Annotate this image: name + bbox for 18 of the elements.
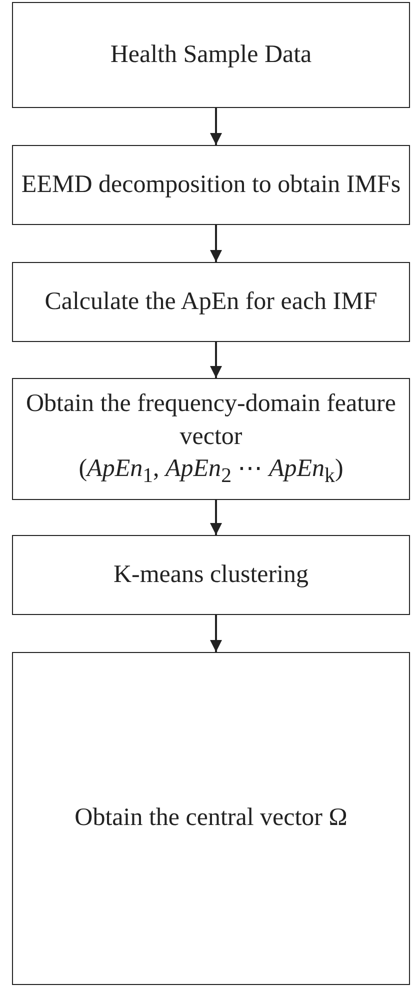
process-box	[12, 2, 410, 108]
process-box	[12, 145, 410, 225]
process-box	[12, 262, 410, 342]
process-box	[12, 652, 410, 985]
step-text: Obtain the central vector Ω	[74, 803, 348, 834]
process-box	[12, 535, 410, 615]
step-text: (ApEn$_{1}$, ApEn$_{2}$ ⋯ ApEn$_{k}$)	[78, 454, 344, 490]
arrow	[210, 615, 222, 652]
arrow	[210, 225, 222, 262]
arrow	[210, 108, 222, 145]
arrow	[210, 342, 222, 378]
arrow	[210, 500, 222, 535]
step-text: EEMD decomposition to obtain IMFs	[21, 170, 401, 200]
process-box	[12, 378, 410, 500]
step-text: Obtain the frequency-domain feature vector	[25, 389, 397, 452]
step-text: Health Sample Data	[110, 40, 312, 70]
step-text: Calculate the ApEn for each IMF	[44, 286, 378, 317]
step-text: K-means clustering	[113, 560, 309, 590]
